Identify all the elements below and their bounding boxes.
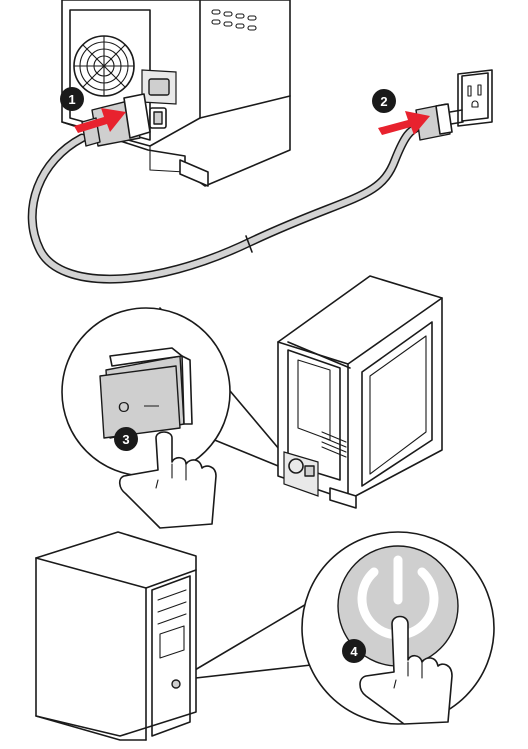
svg-text:2: 2	[380, 94, 387, 109]
iec-plug	[81, 93, 151, 147]
psu-case-rear	[61, 0, 291, 187]
switch-off-mark: O	[118, 399, 130, 416]
arrow-2-icon	[378, 111, 430, 135]
hand-pointer-icon	[118, 431, 217, 529]
power-button[interactable]	[337, 545, 459, 667]
switch-on-mark: —	[144, 397, 159, 414]
pc-tower-front	[35, 531, 197, 741]
step-badge-1: 1	[60, 87, 84, 111]
power-cord	[27, 121, 425, 284]
svg-text:4: 4	[350, 644, 358, 659]
arrow-1-icon	[74, 108, 126, 133]
step-badge-2: 2	[372, 89, 396, 113]
psu-ac-inlet	[141, 69, 177, 105]
step-badge-4: 4	[342, 639, 366, 663]
rocker-switch[interactable]: O —	[99, 347, 193, 439]
case-vents	[211, 9, 257, 31]
pc-case-rear	[277, 275, 443, 509]
hand-pointer-icon	[359, 615, 453, 725]
svg-text:1: 1	[68, 92, 75, 107]
step-badge-3: 3	[114, 427, 138, 451]
psu-fan	[73, 35, 135, 97]
svg-text:3: 3	[122, 432, 129, 447]
wall-outlet	[457, 69, 493, 127]
wall-plug	[415, 103, 464, 141]
psu-switch	[149, 107, 167, 129]
